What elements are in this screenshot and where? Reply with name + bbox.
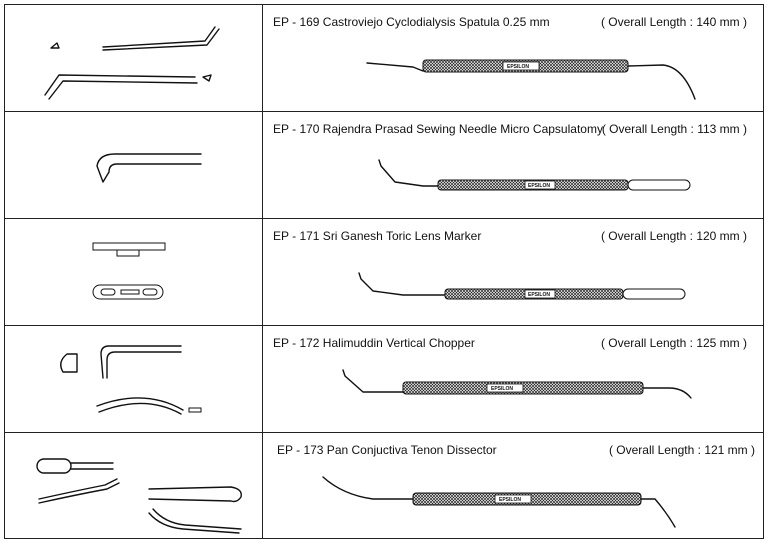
product-title: EP - 173 Pan Conjuctiva Tenon Dissector [277,443,497,457]
brand-plate [524,289,556,299]
spatula-tip-side [102,26,220,51]
product-title: EP - 172 Halimuddin Vertical Chopper [273,336,475,350]
brand-label: EPSILON [507,64,529,70]
instrument-left-tip [378,159,439,187]
tip-end-section [202,74,212,82]
overall-length: ( Overall Length : 125 mm ) [600,336,747,350]
chopper-shaft-curve [96,397,184,415]
tip-detail-drawing [96,153,202,183]
instrument-panel: EP - 170 Rajendra Prasad Sewing Needle M… [263,112,763,218]
dissector-shaft-top [70,462,114,470]
chopper-end-section [188,407,202,413]
brand-label: EPSILON [499,497,521,503]
dissector-side-curve [38,478,120,504]
instrument-left-tip [342,369,404,393]
dissector-tip-top [36,458,72,474]
instrument-panel: EP - 169 Castroviejo Cyclodialysis Spatu… [263,5,763,111]
instrument-panel: EP - 172 Halimuddin Vertical Chopper ( O… [263,326,763,432]
product-row-ep170: EP - 170 Rajendra Prasad Sewing Needle M… [4,111,764,218]
instrument-left-tip [322,476,414,500]
tip-detail-drawing [92,242,166,300]
tip-detail-panel [5,219,263,325]
instrument-panel: EP - 173 Pan Conjuctiva Tenon Dissector … [263,433,763,538]
product-title: EP - 170 Rajendra Prasad Sewing Needle M… [273,122,603,136]
tip-detail-drawing [44,26,220,100]
product-title: EP - 169 Castroviejo Cyclodialysis Spatu… [273,15,550,29]
dissector-tip-right [148,486,242,503]
tip-detail-panel [5,112,263,218]
dissector-angled-tip [148,508,242,534]
product-row-ep173: EP - 173 Pan Conjuctiva Tenon Dissector … [4,432,764,539]
needle-tip-detail [96,153,202,183]
tip-detail-panel [5,326,263,432]
product-title: EP - 171 Sri Ganesh Toric Lens Marker [273,229,482,243]
brand-plate [494,494,532,504]
spatula-tip-long [44,74,198,100]
overall-length: ( Overall Length : 120 mm ) [600,229,747,243]
instrument-drawing: EPSILON [378,159,691,191]
tip-detail-drawing [60,345,202,415]
instrument-left-tip [358,272,446,296]
tip-detail-panel [5,5,263,111]
instrument-handle-end [627,179,691,191]
brand-plate [486,383,524,393]
overall-length: ( Overall Length : 121 mm ) [608,443,755,457]
brand-plate [502,61,540,71]
tip-cross-section [50,42,60,49]
product-row-ep172: EP - 172 Halimuddin Vertical Chopper ( O… [4,325,764,432]
marker-stem [116,249,140,257]
instrument-drawing: EPSILON [366,59,696,100]
marker-top-view [92,284,164,300]
marker-slot-right [142,288,158,296]
chopper-tip-detail [100,345,182,379]
instrument-right-tip [640,498,676,528]
marker-slot-left [100,288,116,296]
brand-label: EPSILON [528,292,550,298]
overall-length: ( Overall Length : 113 mm ) [601,122,747,136]
marker-side-view [92,242,166,251]
tip-detail-drawing [36,458,242,534]
product-row-ep169: EP - 169 Castroviejo Cyclodialysis Spatu… [4,4,764,111]
instrument-left-tip [366,62,424,72]
tip-detail-panel [5,433,263,538]
instrument-right-tip [642,387,692,399]
instrument-handle-end [622,288,686,300]
brand-plate [524,180,556,190]
marker-center-bar [120,289,140,295]
product-row-ep171: EP - 171 Sri Ganesh Toric Lens Marker ( … [4,218,764,325]
instrument-drawing: EPSILON [322,476,676,528]
instrument-drawing: EPSILON [358,272,686,300]
brand-label: EPSILON [491,386,513,392]
chopper-cross-section [60,353,78,373]
instrument-drawing: EPSILON [342,369,692,399]
instrument-right-tip [627,64,696,100]
instrument-panel: EP - 171 Sri Ganesh Toric Lens Marker ( … [263,219,763,325]
overall-length: ( Overall Length : 140 mm ) [600,15,747,29]
brand-label: EPSILON [528,183,550,189]
